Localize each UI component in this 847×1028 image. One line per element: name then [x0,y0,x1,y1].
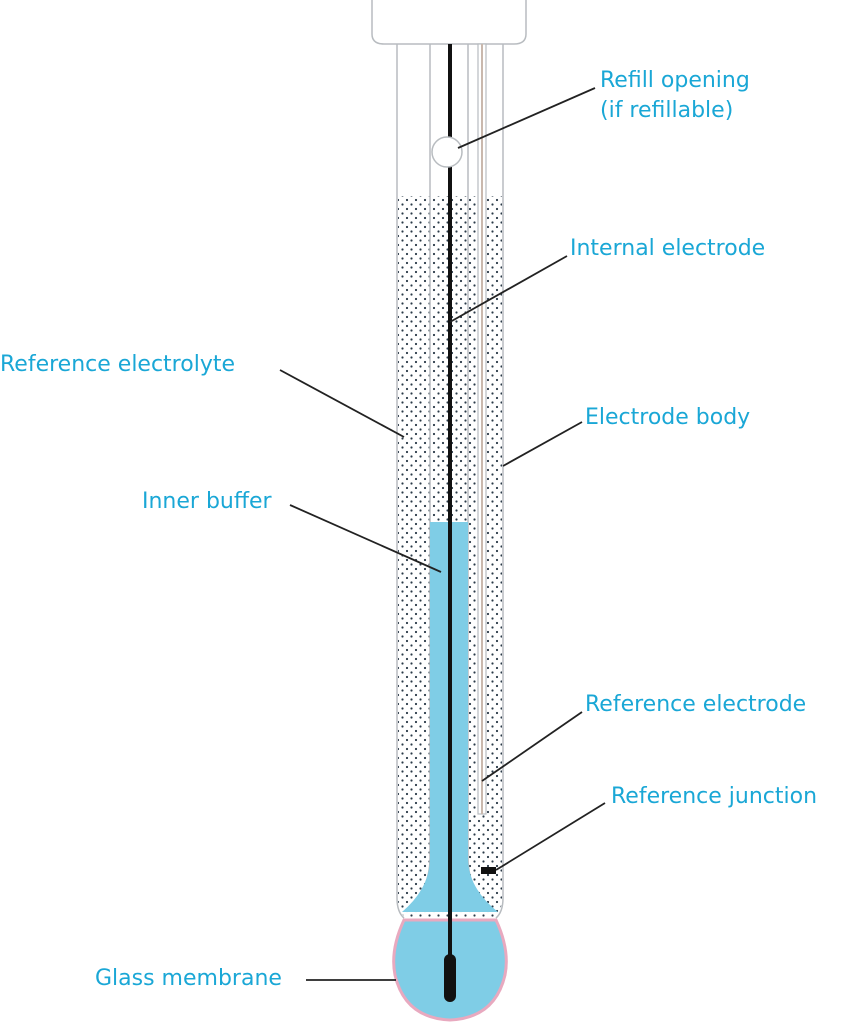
leader-electrode-body [502,421,583,467]
leader-reference-electrode [481,711,583,782]
label-electrode-body: Electrode body [585,405,751,430]
leader-reference-junction [495,802,606,871]
electrode-cap [371,0,527,45]
leader-refill-opening [457,87,596,149]
reference-junction-mark [481,867,496,874]
leader-reference-electrolyte [279,369,405,438]
internal-electrode-tip [444,954,456,1002]
label-reference-electrolyte: Reference electrolyte [0,352,235,377]
label-refill-opening-line2: (if refillable) [600,98,734,123]
label-internal-electrode: Internal electrode [570,236,766,261]
label-reference-electrode: Reference electrode [585,692,807,717]
label-reference-junction: Reference junction [611,784,818,809]
label-glass-membrane: Glass membrane [95,966,282,991]
label-refill-opening-line1: Refill opening [600,68,750,93]
leader-inner-buffer [289,504,442,573]
refill-opening-circle [431,136,463,168]
label-refill-opening: Refill opening (if refillable) [600,66,750,126]
electrode-body-outline [396,44,504,919]
label-inner-buffer: Inner buffer [142,489,272,514]
leader-internal-electrode [449,255,568,323]
